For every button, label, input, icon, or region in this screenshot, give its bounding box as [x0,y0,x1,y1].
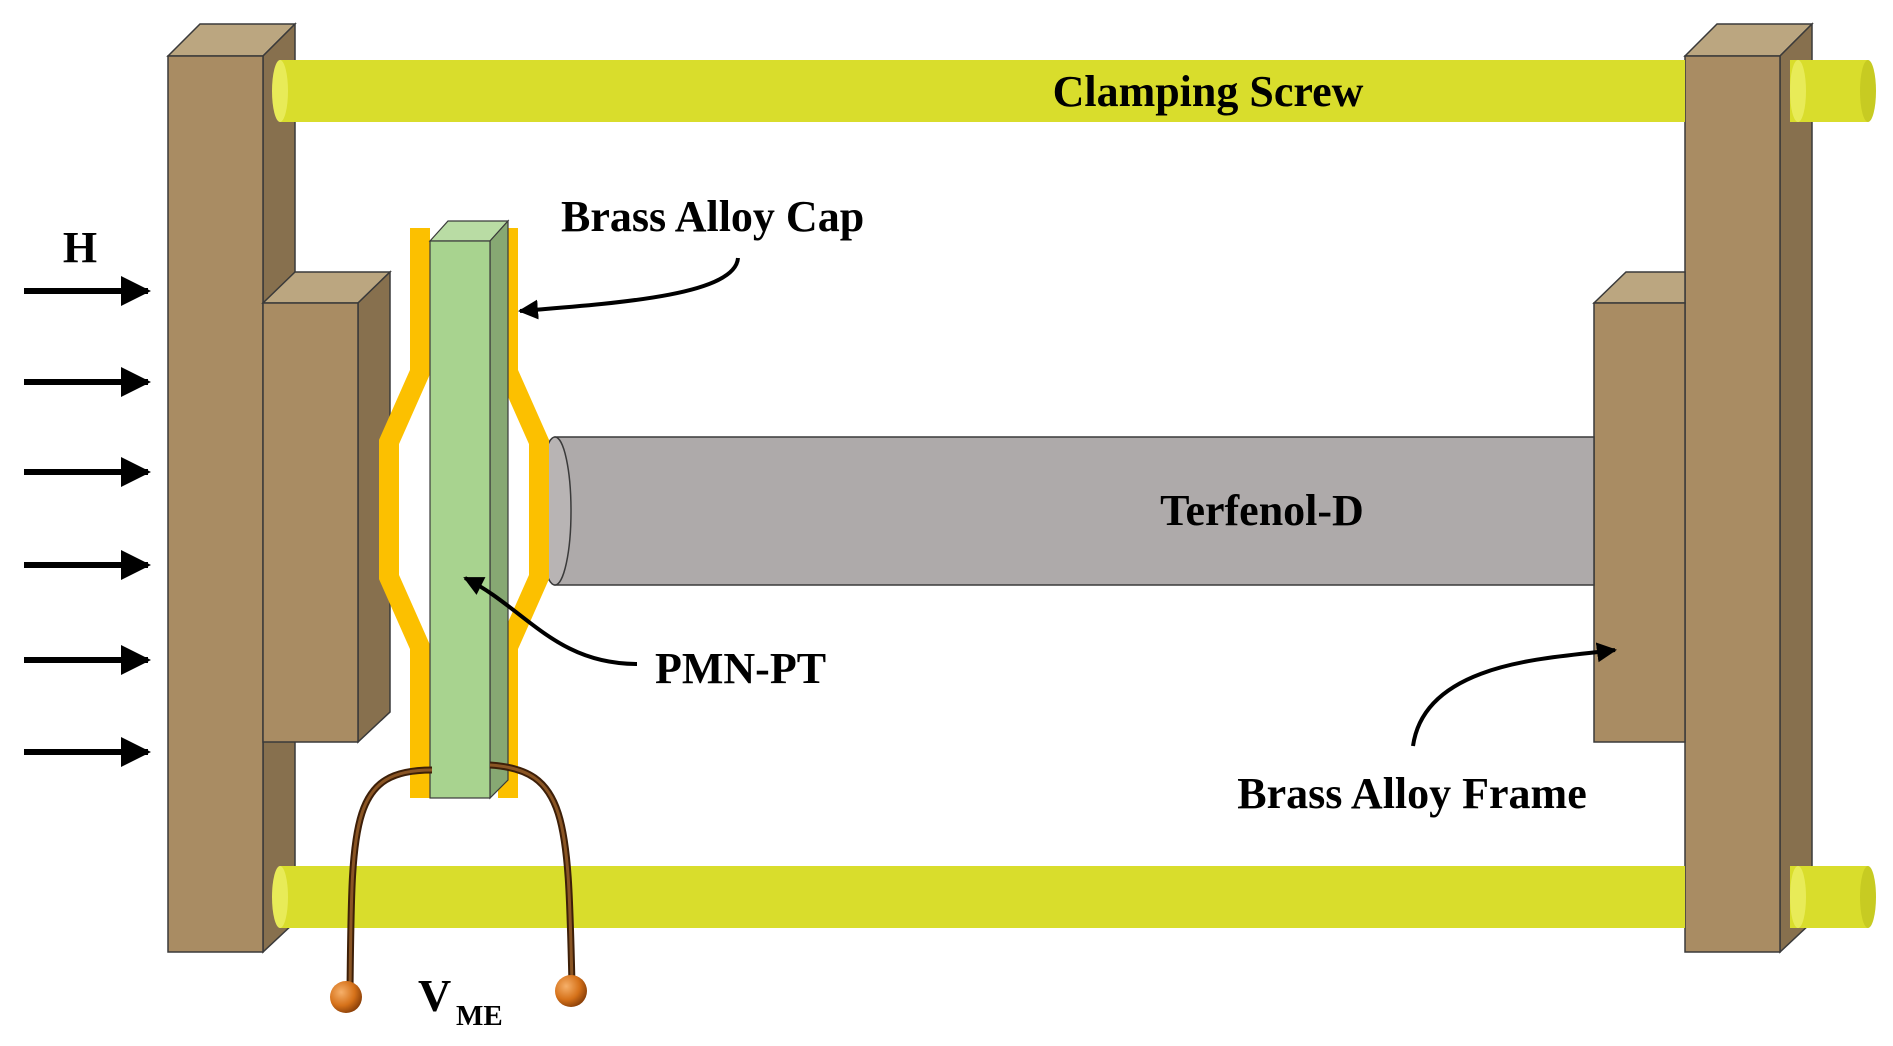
field-label: H [63,223,97,272]
voltage-label: V [418,970,451,1021]
right-electrode-ball [555,975,587,1007]
brass-alloy-cap-label: Brass Alloy Cap [561,192,864,241]
wire-leads [346,761,576,991]
top-clamping-screw [272,60,1876,122]
cap-callout-arrow [518,257,740,320]
left-inner-block [261,270,392,744]
bottom-clamping-screw [272,866,1876,928]
pmn-pt-plate [428,219,510,800]
frame-callout-arrow [1411,642,1617,747]
terfenol-d-label: Terfenol-D [1160,486,1364,535]
voltage-main: V [418,970,451,1021]
brass-alloy-frame-label: Brass Alloy Frame [1237,769,1587,818]
terfenol-d-rod [538,436,1595,586]
magnetic-field-arrows [24,276,151,767]
clamping-screw-label: Clamping Screw [1053,67,1364,116]
voltage-subscript: ME [456,1000,503,1032]
pmn-pt-label: PMN-PT [655,644,826,693]
right-frame-post [1683,22,1814,954]
right-inner-block [1592,271,1686,743]
left-electrode-ball [330,981,362,1013]
pmn-pt-callout-arrow [463,576,638,666]
